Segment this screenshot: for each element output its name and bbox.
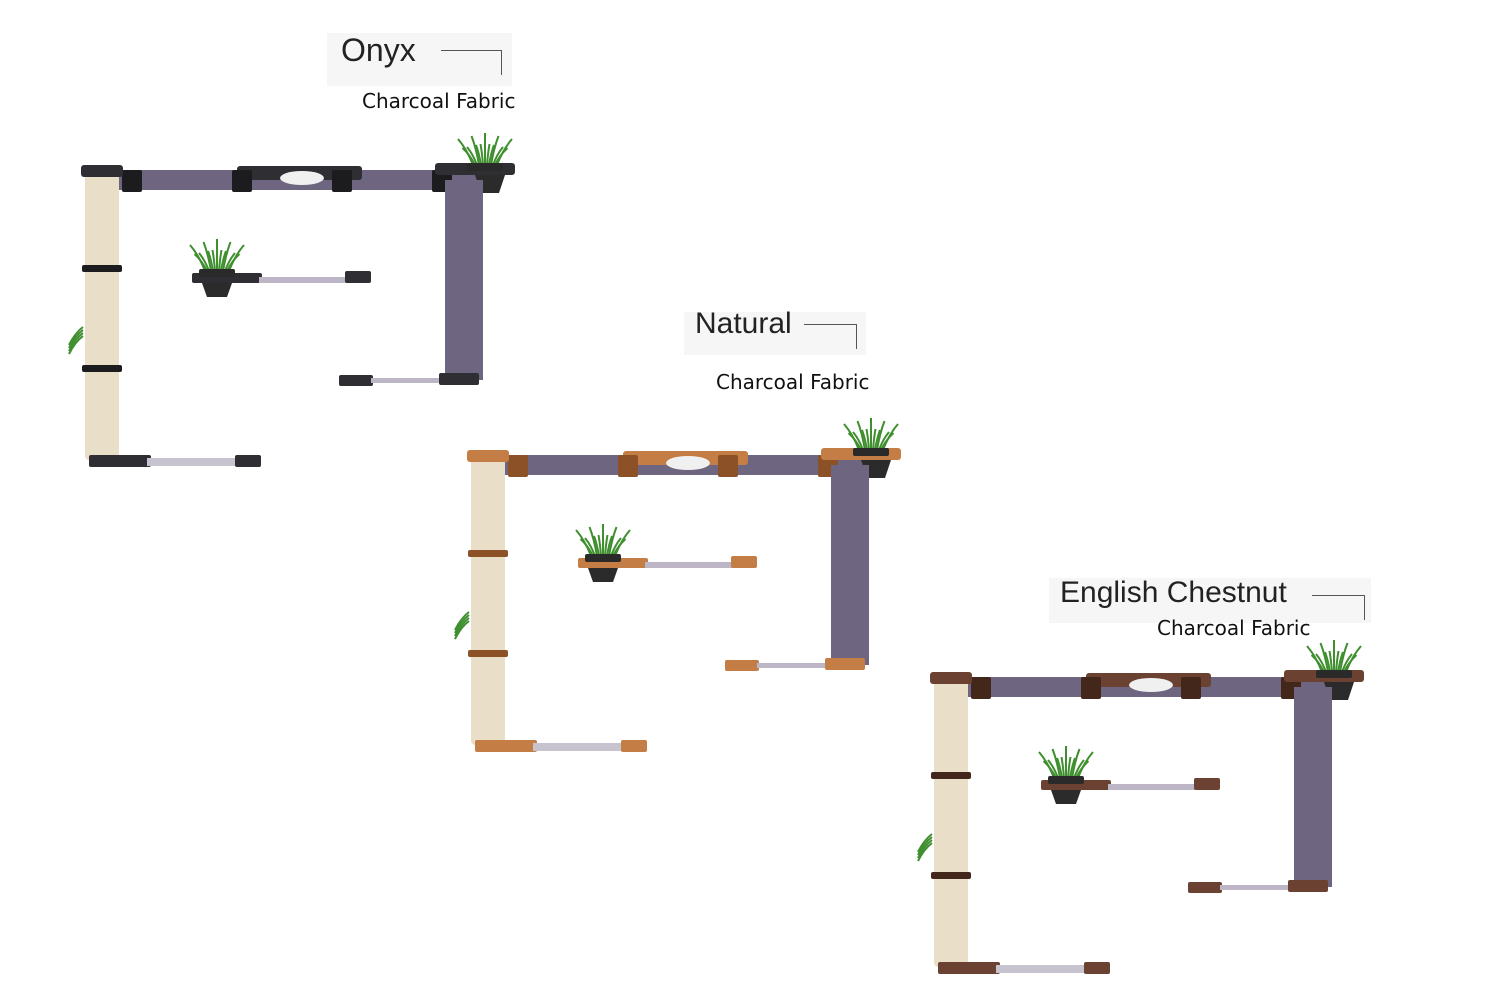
variant-title: Onyx (341, 32, 416, 68)
variant-title: Natural (695, 307, 792, 340)
title-leader-line (804, 324, 857, 349)
cat-wall-shelf-onyx (68, 133, 515, 467)
plant-icon (575, 524, 631, 562)
title-leader-line (1312, 595, 1365, 620)
edge-plant-icon (454, 611, 470, 640)
plant-icon (189, 239, 245, 277)
plant-icon (457, 133, 513, 171)
cat-wall-shelf-natural (454, 418, 901, 752)
edge-plant-icon (68, 326, 84, 355)
fabric-label: Charcoal Fabric (1157, 616, 1311, 640)
plant-icon (1038, 746, 1094, 784)
variant-title: English Chestnut (1060, 576, 1287, 609)
fabric-label: Charcoal Fabric (362, 89, 516, 113)
cat-wall-shelf-english-chestnut (917, 640, 1364, 974)
title-leader-line (441, 50, 502, 75)
fabric-label: Charcoal Fabric (716, 370, 870, 394)
plant-icon (843, 418, 899, 456)
plant-icon (1306, 640, 1362, 678)
title-label-box (684, 312, 866, 355)
title-label-box (1049, 578, 1371, 623)
edge-plant-icon (917, 833, 933, 862)
title-label-box (327, 33, 512, 86)
